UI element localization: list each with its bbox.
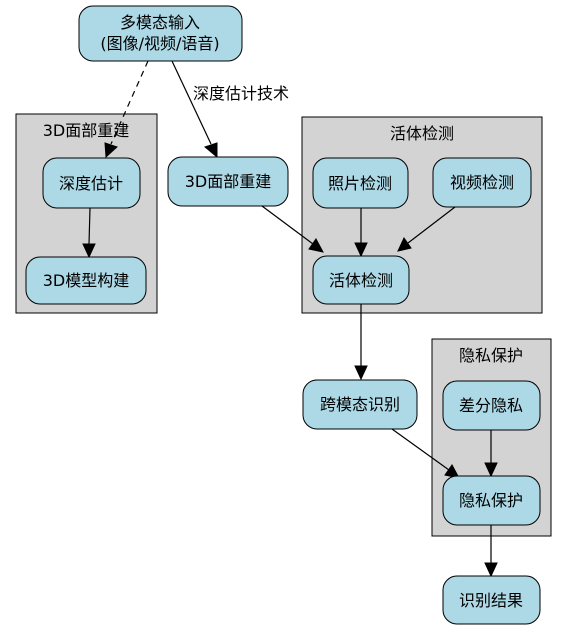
node-depth-estimation: 深度估计 <box>42 157 141 209</box>
arrowhead <box>308 238 324 253</box>
node-3d-face-reconstruction-label: 3D面部重建 <box>185 172 272 191</box>
cluster-privacy-title: 隐私保护 <box>459 346 523 365</box>
node-differential-privacy-label: 差分隐私 <box>459 396 523 415</box>
edge-video-to-liveness <box>407 206 456 244</box>
node-liveness-detection-label: 活体检测 <box>329 271 393 290</box>
arrowhead <box>484 562 498 578</box>
node-video-detection-label: 视频检测 <box>450 173 514 192</box>
edge-crossmodal-to-privacy <box>391 428 450 471</box>
arrowhead <box>354 365 368 381</box>
node-liveness-detection: 活体检测 <box>312 255 410 305</box>
cluster-3d-reconstruction-title: 3D面部重建 <box>43 121 130 140</box>
node-multimodal-input: 多模态输入 (图像/视频/语音) <box>78 5 243 62</box>
arrowhead <box>484 462 498 478</box>
node-3d-face-reconstruction: 3D面部重建 <box>167 156 289 207</box>
cluster-liveness-title: 活体检测 <box>390 124 454 143</box>
node-3d-model-building-label: 3D模型构建 <box>43 271 130 290</box>
node-privacy-protection: 隐私保护 <box>442 475 541 526</box>
edge-depth-to-model <box>88 207 91 245</box>
node-video-detection: 视频检测 <box>432 157 532 208</box>
node-3d-model-building: 3D模型构建 <box>25 256 147 305</box>
node-result-label: 识别结果 <box>459 591 523 610</box>
arrowhead <box>397 237 412 252</box>
node-multimodal-input-subtitle: (图像/视频/语音) <box>100 34 219 53</box>
node-photo-detection-label: 照片检测 <box>328 174 392 193</box>
edge-input-to-depth <box>110 60 149 145</box>
node-depth-estimation-label: 深度估计 <box>59 174 123 193</box>
node-privacy-protection-label: 隐私保护 <box>459 491 523 510</box>
arrowhead <box>354 242 368 258</box>
node-result: 识别结果 <box>442 575 541 625</box>
node-cross-modal-label: 跨模态识别 <box>320 395 400 414</box>
edge-input-to-reconstruction <box>171 60 212 145</box>
arrowhead <box>104 142 118 159</box>
arrowhead <box>82 243 96 259</box>
edge-label-depth-tech: 深度估计技术 <box>193 84 289 103</box>
edge-reconstruction-to-liveness <box>261 205 314 245</box>
node-multimodal-input-title: 多模态输入 <box>120 13 200 32</box>
node-photo-detection: 照片检测 <box>312 157 409 209</box>
edges: 深度估计技术 <box>82 60 498 578</box>
node-differential-privacy: 差分隐私 <box>442 380 541 431</box>
arrowhead <box>203 142 218 159</box>
node-cross-modal: 跨模态识别 <box>302 379 418 430</box>
